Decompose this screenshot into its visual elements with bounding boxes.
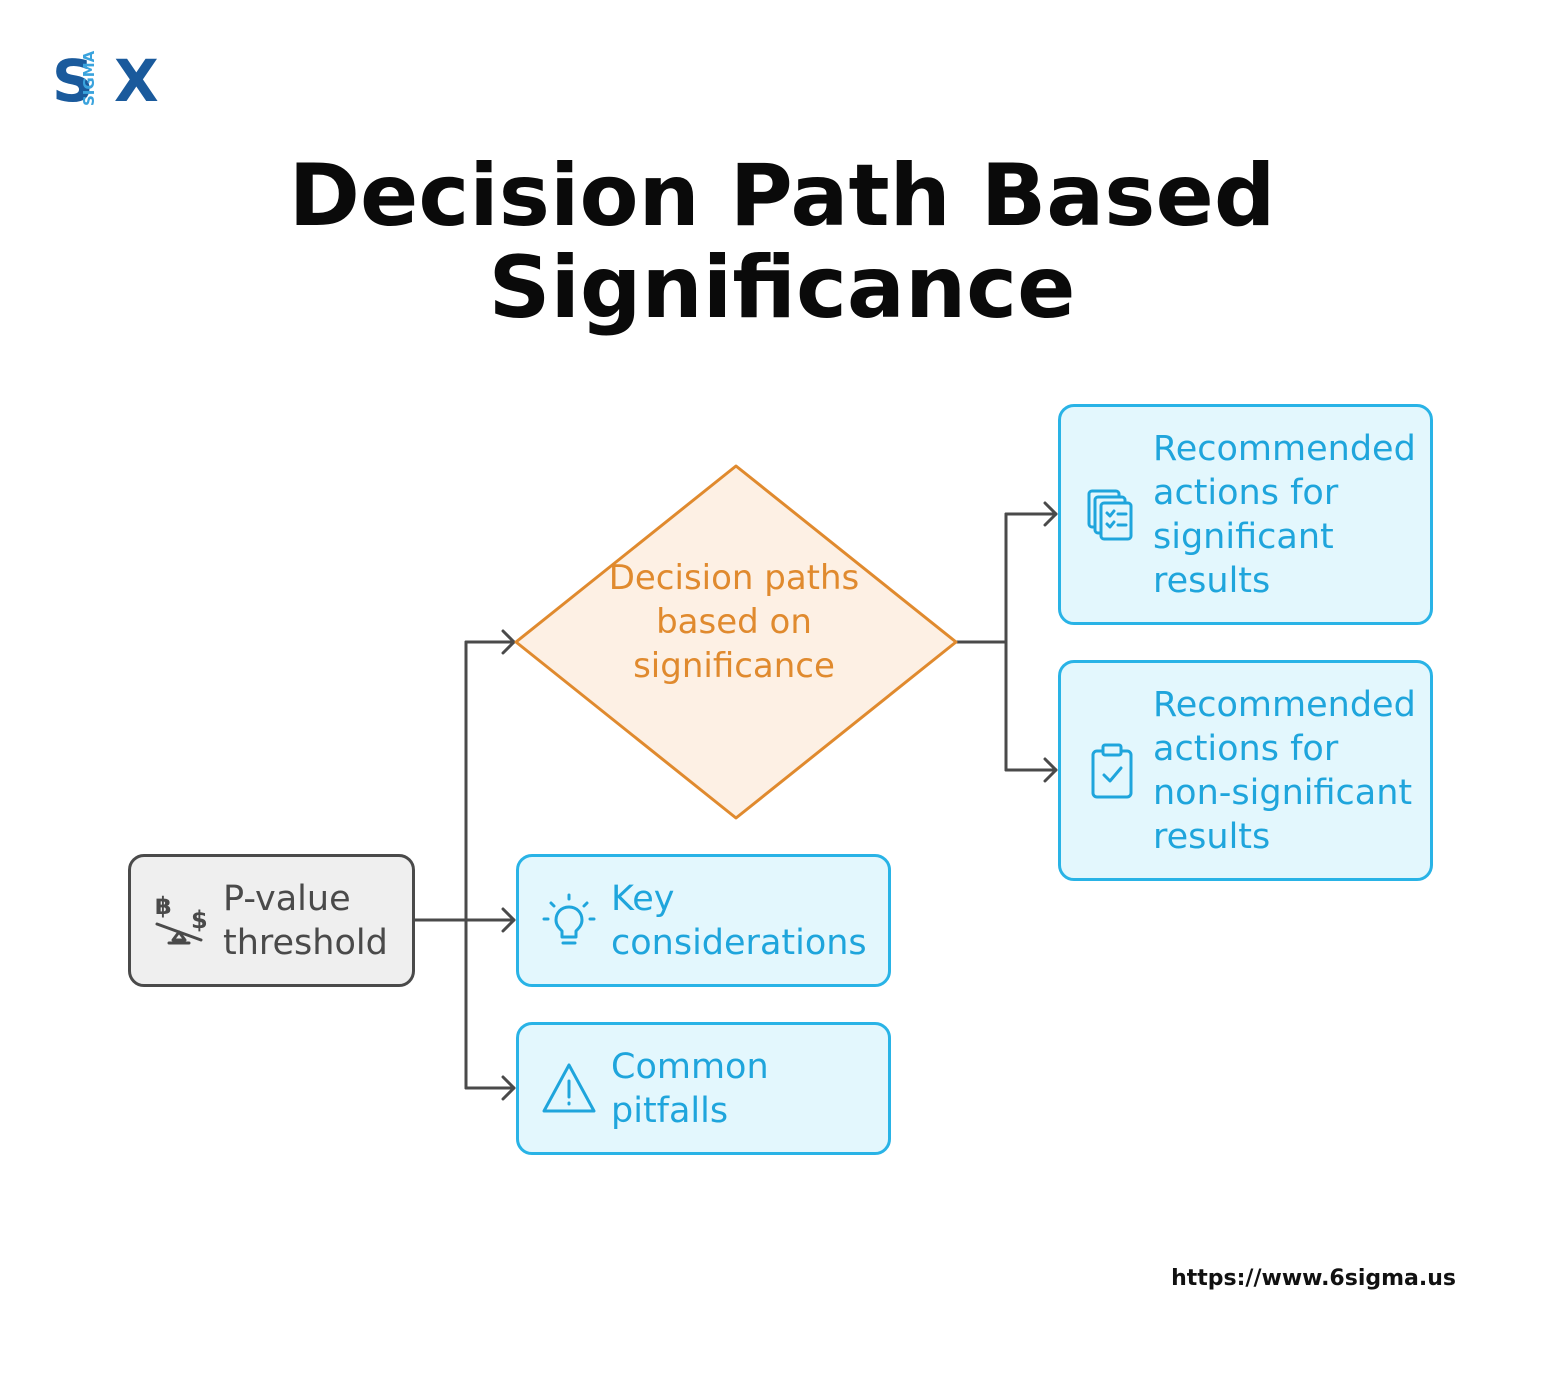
pvalue-label: P-value threshold xyxy=(223,878,388,963)
arrowhead-pitfalls xyxy=(501,1075,516,1101)
common-pitfalls-label: Common pitfalls xyxy=(611,1046,769,1131)
node-key-considerations: Key considerations xyxy=(516,854,891,987)
logo: S SIGMA X xyxy=(52,50,172,112)
logo-letter-s: S xyxy=(52,47,94,115)
footer-url[interactable]: https://www.6sigma.us xyxy=(1171,1266,1456,1291)
node-pvalue-threshold: ฿ $ P-value threshold xyxy=(128,854,415,987)
clipboard-check-icon xyxy=(1085,741,1139,801)
lightbulb-icon xyxy=(541,891,597,951)
svg-text:฿: ฿ xyxy=(155,892,172,920)
node-nonsignificant-results: Recommended actions for non-significant … xyxy=(1058,660,1433,881)
arrowhead-key xyxy=(501,907,516,933)
balance-scale-icon: ฿ $ xyxy=(151,890,213,952)
decision-diamond xyxy=(514,464,958,820)
significant-results-label: Recommended actions for significant resu… xyxy=(1153,428,1416,601)
page-title: Decision Path Based Significance xyxy=(0,150,1564,334)
svg-text:$: $ xyxy=(191,906,208,934)
title-line-1: Decision Path Based xyxy=(288,146,1276,246)
node-common-pitfalls: Common pitfalls xyxy=(516,1022,891,1155)
logo-letter-x: X xyxy=(114,47,159,115)
node-significant-results: Recommended actions for significant resu… xyxy=(1058,404,1433,625)
title-line-2: Significance xyxy=(488,238,1076,338)
warning-triangle-icon xyxy=(541,1059,597,1119)
arrowhead-significant xyxy=(1043,501,1058,527)
key-considerations-label: Key considerations xyxy=(611,878,867,963)
decision-label: Decision paths based on significance xyxy=(608,558,860,686)
arrowhead-nonsignificant xyxy=(1043,757,1058,783)
arrowhead-decision xyxy=(501,629,516,655)
nonsignificant-results-label: Recommended actions for non-significant … xyxy=(1153,684,1416,857)
documents-checklist-icon xyxy=(1085,485,1139,545)
